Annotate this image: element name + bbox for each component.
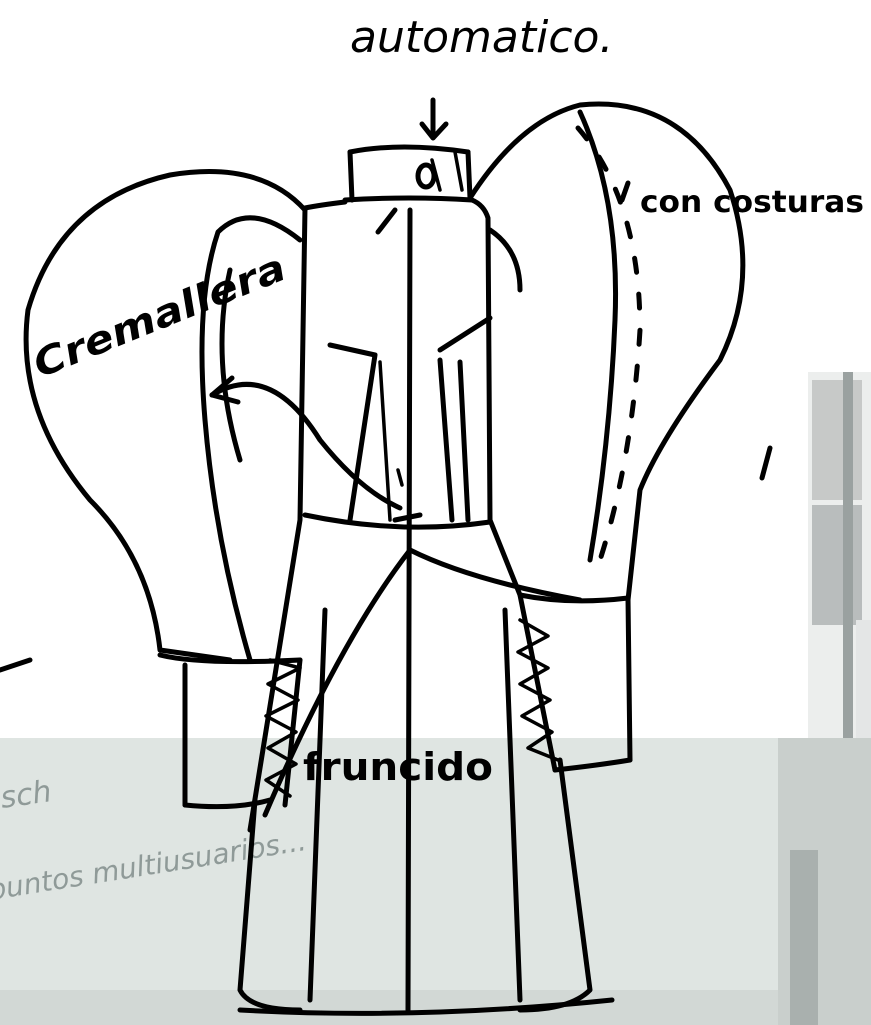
stray-mark-right xyxy=(762,448,770,478)
whiteboard-lower-edge xyxy=(0,990,871,1025)
seam-tick xyxy=(622,183,628,200)
label-con-costuras: con costuras xyxy=(640,185,864,220)
snap-arrow xyxy=(422,100,446,138)
board-post xyxy=(790,850,818,1025)
window-lower xyxy=(812,505,862,625)
window-light xyxy=(856,620,871,738)
board-note-line-1: sch xyxy=(0,774,54,816)
label-cremallera: Cremallera xyxy=(27,245,292,386)
label-fruncido: fruncido xyxy=(303,745,493,789)
background-photo xyxy=(0,372,871,1025)
window-frame xyxy=(843,372,853,738)
collar xyxy=(345,147,472,200)
window-upper xyxy=(812,380,862,500)
snap-button xyxy=(418,165,434,187)
zipper-arrow xyxy=(212,378,400,508)
stray-mark-left xyxy=(0,660,30,670)
label-automatico: automatico. xyxy=(350,12,613,63)
